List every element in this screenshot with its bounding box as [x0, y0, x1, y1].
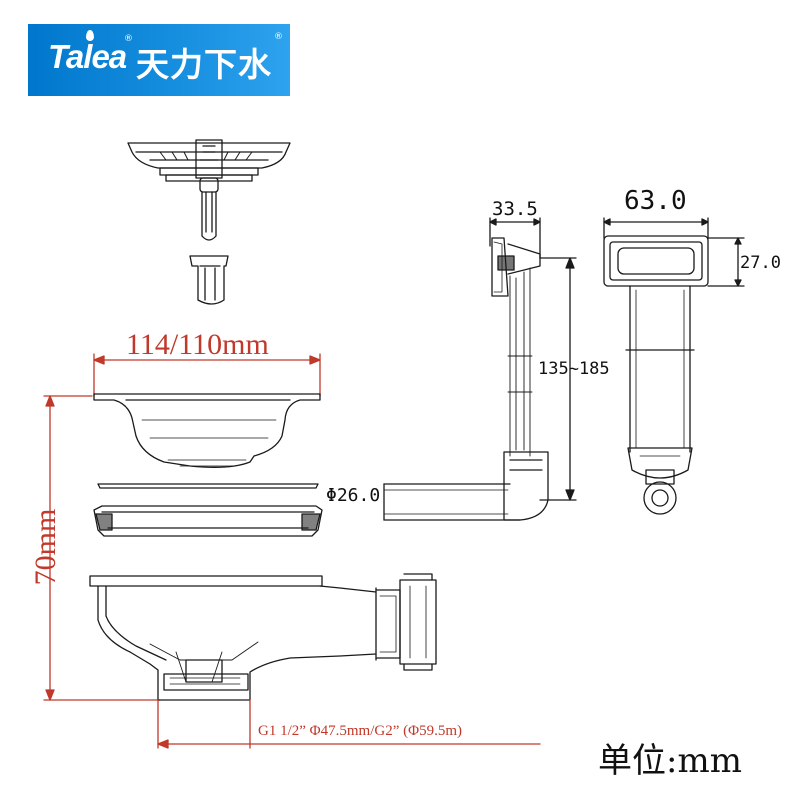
- flat-gasket: [97, 483, 319, 489]
- pipe-diameter-label: Φ26.0: [326, 485, 381, 506]
- seal-ring: [93, 505, 323, 537]
- registered-mark: ®: [124, 34, 133, 44]
- strainer-bowl: [93, 393, 321, 468]
- height-label: 70mm: [29, 508, 62, 586]
- drain-body: [89, 573, 437, 701]
- strainer-diameter-label: 114/110mm: [126, 328, 269, 361]
- overflow-height-label: 27.0: [740, 253, 781, 273]
- overflow-width-label: 63.0: [624, 186, 687, 216]
- unit-label: 单位:mm: [598, 741, 742, 781]
- overflow-front-view: [603, 217, 745, 515]
- overflow-offset-label: 33.5: [492, 198, 538, 220]
- brand-logo: Talea ® 天力下水 ®: [28, 24, 290, 96]
- registered-mark-cn: ®: [274, 32, 283, 42]
- logo-chinese-name: 天力下水: [136, 45, 272, 84]
- thread-dimension-line: [157, 699, 541, 749]
- overflow-side-view: [383, 217, 577, 521]
- strainer-basket: [127, 139, 291, 241]
- logo-brand-text: Talea: [48, 38, 127, 75]
- stem-bushing: [189, 255, 229, 305]
- overflow-length-label: 135~185: [538, 359, 610, 379]
- width-dimension-line: [93, 353, 321, 397]
- water-drop-icon: [86, 30, 94, 41]
- height-dimension-line: [43, 395, 161, 701]
- thread-label: G1 1/2” Φ47.5mm/G2” (Φ59.5m): [258, 723, 462, 739]
